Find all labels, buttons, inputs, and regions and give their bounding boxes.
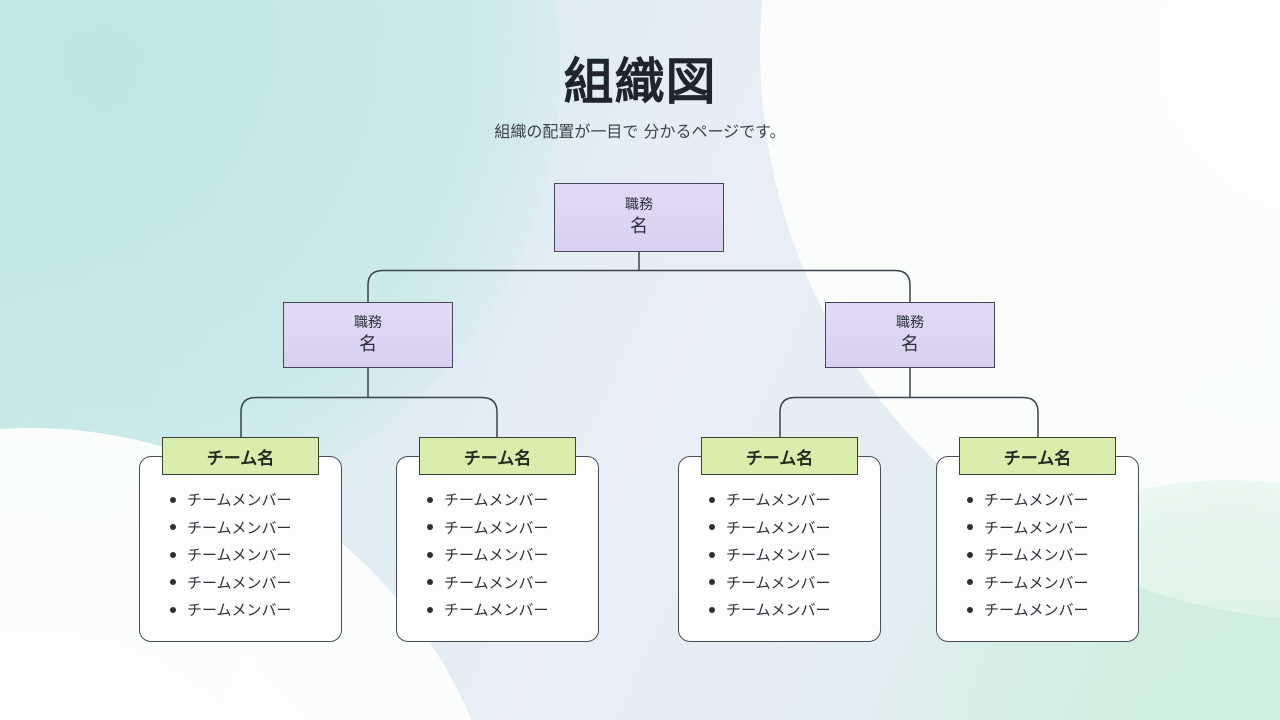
- page-title: 組織図: [563, 53, 717, 111]
- team-member-label: チームメンバー: [726, 573, 831, 592]
- bullet-dot-icon: [709, 606, 715, 613]
- team-member-item: チームメンバー: [967, 486, 1130, 514]
- team-member-list: チームメンバー チームメンバー チームメンバー チームメンバー チームメンバー: [937, 486, 1138, 624]
- team-member-label: チームメンバー: [444, 601, 549, 620]
- team-name-header: チーム名: [419, 437, 576, 475]
- team-member-label: チームメンバー: [726, 546, 831, 565]
- bullet-dot-icon: [427, 524, 433, 531]
- team-name-header: チーム名: [162, 437, 319, 475]
- team-card: チームメンバー チームメンバー チームメンバー チームメンバー チームメンバー: [139, 456, 342, 642]
- org-node-root: 職務 名: [554, 183, 724, 252]
- team-member-item: チームメンバー: [967, 596, 1130, 624]
- team-member-label: チームメンバー: [726, 518, 831, 537]
- team-member-label: チームメンバー: [187, 546, 292, 565]
- team-member-item: チームメンバー: [170, 569, 333, 597]
- team-member-label: チームメンバー: [984, 573, 1089, 592]
- team-member-item: チームメンバー: [427, 514, 590, 542]
- team-member-label: チームメンバー: [984, 518, 1089, 537]
- team-member-label: チームメンバー: [444, 518, 549, 537]
- org-node-label-top: 職務: [625, 197, 653, 214]
- bullet-dot-icon: [709, 579, 715, 586]
- team-name-header: チーム名: [701, 437, 858, 475]
- bullet-dot-icon: [967, 606, 973, 613]
- team-card: チームメンバー チームメンバー チームメンバー チームメンバー チームメンバー: [396, 456, 599, 642]
- team-member-item: チームメンバー: [170, 514, 333, 542]
- team-member-item: チームメンバー: [709, 569, 872, 597]
- bullet-dot-icon: [427, 496, 433, 503]
- team-member-label: チームメンバー: [187, 601, 292, 620]
- team-member-item: チームメンバー: [427, 569, 590, 597]
- bullet-dot-icon: [170, 551, 176, 558]
- team-member-label: チームメンバー: [984, 491, 1089, 510]
- team-name-header: チーム名: [959, 437, 1116, 475]
- page-header: 組織図 組織の配置が一目で 分かるページです。: [0, 52, 1280, 142]
- bullet-dot-icon: [170, 579, 176, 586]
- bullet-dot-icon: [427, 551, 433, 558]
- bullet-dot-icon: [967, 524, 973, 531]
- team-member-item: チームメンバー: [709, 541, 872, 569]
- org-node-manager-right: 職務 名: [825, 302, 995, 368]
- team-member-list: チームメンバー チームメンバー チームメンバー チームメンバー チームメンバー: [140, 486, 341, 624]
- bullet-dot-icon: [709, 524, 715, 531]
- team-member-item: チームメンバー: [709, 596, 872, 624]
- team-member-label: チームメンバー: [444, 573, 549, 592]
- bullet-dot-icon: [709, 551, 715, 558]
- team-member-label: チームメンバー: [187, 491, 292, 510]
- team-member-label: チームメンバー: [984, 546, 1089, 565]
- team-member-item: チームメンバー: [709, 486, 872, 514]
- team-member-item: チームメンバー: [427, 541, 590, 569]
- team-member-item: チームメンバー: [427, 596, 590, 624]
- team-member-item: チームメンバー: [170, 486, 333, 514]
- team-member-label: チームメンバー: [726, 491, 831, 510]
- team-member-label: チームメンバー: [187, 518, 292, 537]
- team-member-label: チームメンバー: [984, 601, 1089, 620]
- team-member-item: チームメンバー: [427, 486, 590, 514]
- bullet-dot-icon: [709, 496, 715, 503]
- org-node-label-bottom: 名: [901, 333, 919, 355]
- bullet-dot-icon: [170, 606, 176, 613]
- team-member-label: チームメンバー: [444, 491, 549, 510]
- team-member-label: チームメンバー: [187, 573, 292, 592]
- bullet-dot-icon: [170, 496, 176, 503]
- team-member-item: チームメンバー: [170, 596, 333, 624]
- team-member-list: チームメンバー チームメンバー チームメンバー チームメンバー チームメンバー: [397, 486, 598, 624]
- bullet-dot-icon: [427, 606, 433, 613]
- team-member-item: チームメンバー: [709, 514, 872, 542]
- bullet-dot-icon: [427, 579, 433, 586]
- team-member-label: チームメンバー: [444, 546, 549, 565]
- bullet-dot-icon: [967, 579, 973, 586]
- team-member-item: チームメンバー: [967, 541, 1130, 569]
- org-node-label-bottom: 名: [359, 333, 377, 355]
- org-node-label-bottom: 名: [630, 216, 648, 238]
- bullet-dot-icon: [170, 524, 176, 531]
- team-member-list: チームメンバー チームメンバー チームメンバー チームメンバー チームメンバー: [679, 486, 880, 624]
- bullet-dot-icon: [967, 551, 973, 558]
- team-member-item: チームメンバー: [967, 514, 1130, 542]
- team-member-item: チームメンバー: [170, 541, 333, 569]
- bullet-dot-icon: [967, 496, 973, 503]
- team-member-item: チームメンバー: [967, 569, 1130, 597]
- team-card: チームメンバー チームメンバー チームメンバー チームメンバー チームメンバー: [936, 456, 1139, 642]
- team-member-label: チームメンバー: [726, 601, 831, 620]
- org-node-label-top: 職務: [896, 314, 924, 331]
- org-node-label-top: 職務: [354, 314, 382, 331]
- org-node-manager-left: 職務 名: [283, 302, 453, 368]
- page-subtitle: 組織の配置が一目で 分かるページです。: [494, 122, 786, 141]
- team-card: チームメンバー チームメンバー チームメンバー チームメンバー チームメンバー: [678, 456, 881, 642]
